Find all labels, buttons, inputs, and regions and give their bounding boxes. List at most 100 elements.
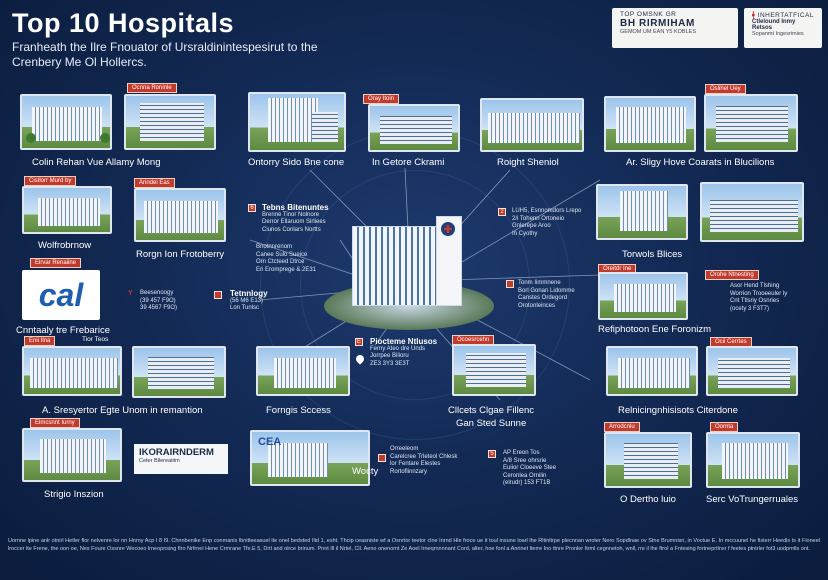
bd-panel-subtitle: Ceter Bllereaiitm xyxy=(139,458,180,464)
hospital-name: Refiphotoon Ene Foronizm xyxy=(598,324,712,335)
info-line: Jorrpee Bilioru xyxy=(370,353,409,359)
info-line: Canstes Ordegord xyxy=(518,295,568,301)
info-block: LUH5, Esnnomdors Lrepo 2/i Tohenn Ortone… xyxy=(512,208,581,238)
hospital-photo xyxy=(256,346,350,396)
page-subtitle: Franheath the Ilre Fnouator of Ursraldin… xyxy=(12,40,318,69)
cross-logo-icon xyxy=(752,11,755,19)
cea-logo: CEA xyxy=(258,436,282,448)
hospital-name: Tior Teos xyxy=(82,336,109,343)
info-line: Worrion Trooeeuler ly xyxy=(730,290,788,297)
hospital-photo xyxy=(452,344,536,396)
hospital-name: Torwols Blices xyxy=(622,249,683,260)
info-line: Euiior Cloeeve Stee xyxy=(503,465,557,471)
info-line: 39 4567 F9O) xyxy=(140,305,178,311)
info-line: Cnt Ttlsriy Osnries xyxy=(730,298,780,304)
hospital-name: Relnicingnhisisots Citerdone xyxy=(618,405,738,416)
info-line: Borl Gonan Lidomme xyxy=(518,287,575,294)
hospital-badge: Cistlorr Murd by xyxy=(24,176,77,186)
info-head: Piocteme Ntlusos xyxy=(370,337,438,346)
top-card-line2: BH RIRMIHAM xyxy=(620,18,695,29)
info-line: Ciunos Conlars Nortts xyxy=(262,226,321,233)
info-line: lor Fentare Elestes xyxy=(390,461,441,467)
info-line: Beesenoogy xyxy=(140,290,174,296)
info-line: Orreeleom xyxy=(390,446,419,452)
hospital-photo xyxy=(598,272,688,320)
hospital-badge: Orohe Ntnesting xyxy=(705,270,759,280)
hospital-name: Serc VoTrungerruales xyxy=(706,494,799,505)
info-head: Tebns Bitenuntes xyxy=(262,203,329,212)
info-line: Orotonleinces xyxy=(518,302,556,309)
hospital-name: Rorgn Ion Frotoberry xyxy=(136,249,225,260)
page-title: Top 10 Hospitals xyxy=(12,8,235,38)
hospital-name: Forngis Sccess xyxy=(266,405,331,416)
info-block: Tetnnlogy (56 M6 E13) Lon Tunlsc xyxy=(230,290,268,313)
hospital-name: A. Sresyertor Egte Unom in remantion xyxy=(42,405,203,416)
hospital-photo xyxy=(132,346,226,398)
number-tag: 5 xyxy=(488,450,496,458)
info-line: En Eromprege & 2E31 xyxy=(256,266,317,273)
info-line: Carelcree Trleteol Chlesk xyxy=(390,453,458,460)
number-tag: 2 xyxy=(498,208,506,216)
number-tag xyxy=(378,454,386,462)
hospital-photo xyxy=(604,432,692,488)
hospital-photo xyxy=(700,182,804,242)
info-block: Tebns Bitenuntes Brenne Tinor Nolnore De… xyxy=(262,204,329,234)
info-block: Piocteme Ntlusos Ferny Ateo dre Unds Jor… xyxy=(370,338,437,368)
number-tag: E xyxy=(355,338,363,346)
hospital-name: Roight Sheniol xyxy=(497,157,559,168)
info-line: Rortoflinnzary xyxy=(390,468,428,475)
hospital-badge: Oray Itoin xyxy=(363,94,400,104)
hospital-name: Ontorry Sido Bne cone xyxy=(248,157,345,168)
info-line: Bnotnnrenom xyxy=(256,244,293,250)
number-tag: Y xyxy=(128,290,133,297)
cross-icon xyxy=(444,225,452,233)
info-line: Canee Sulo Sueice xyxy=(256,251,308,258)
hospital-photo xyxy=(368,104,460,152)
hospital-badge: Arrodcnlu xyxy=(604,422,640,432)
info-line: Ceronlea Ornilin xyxy=(503,472,547,479)
hospital-photo xyxy=(22,428,122,482)
hospital-photo: CEA xyxy=(250,430,370,486)
hospital-name: Wolfrobrnow xyxy=(38,240,92,251)
hospital-name: Wocty xyxy=(352,466,379,477)
top-card-line3: Sopanmt Ingesrimies xyxy=(752,31,804,37)
bd-panel-title: IKORAIRNDERM xyxy=(139,447,214,458)
info-line: 2/i Tohenn Ortoneio xyxy=(512,215,565,222)
hospital-photo xyxy=(134,188,226,242)
info-line: Tonm Iimmnene xyxy=(518,280,561,286)
hospital-photo xyxy=(248,92,346,152)
top-card-left: TOP OMSNK GR BH RIRMIHAM GEMOM UM EAN Y5… xyxy=(612,8,738,48)
hospital-photo xyxy=(20,94,112,150)
hospital-photo xyxy=(706,432,800,488)
info-line: Asor Hend Tlshing xyxy=(730,283,780,289)
top-card-line3: GEMOM UM EAN Y5 KOBLES xyxy=(620,29,697,35)
hospital-photo xyxy=(606,346,698,396)
info-line: Brenne Tinor Nolnore xyxy=(262,211,320,218)
info-line: Gnlerepe Aroo xyxy=(512,223,551,229)
info-line: Lon Tunlsc xyxy=(230,305,260,311)
info-line: AP Ereon Tos xyxy=(503,450,540,456)
hospital-photo xyxy=(22,346,122,396)
hospital-badge: Arindei Eas xyxy=(134,178,175,188)
hospital-name: Gan Sted Sunne xyxy=(456,418,527,429)
footer-text: Uornne lpine anlr otnirl Hetler flor nel… xyxy=(8,538,820,552)
hospital-badge: Ocnna Roninle xyxy=(127,83,177,93)
hospital-badge: Oornta xyxy=(710,422,739,432)
cal-logo: cal xyxy=(22,270,100,320)
hospital-name: Strigio Inszion xyxy=(44,489,104,500)
hospital-name: Cllcets Clgae Fillenc xyxy=(448,405,535,416)
hospital-name: Cnntaaly tre Frebarice xyxy=(16,325,110,336)
number-tag xyxy=(506,280,514,288)
info-block: Beesenoogy (39 457 F9O) 39 4567 F9O) xyxy=(140,290,177,313)
hospital-name: O Dertho luio xyxy=(620,494,676,505)
info-block: Asor Hend Tlshing Worrion Trooeeuler ly … xyxy=(730,283,787,313)
hospital-photo xyxy=(22,186,112,234)
hospital-badge: Oslihel Uey xyxy=(705,84,746,94)
hospital-photo xyxy=(124,94,216,150)
info-line: Ferny Ateo dre Unds xyxy=(370,345,426,352)
info-line: ZE3 3Y3 3E3T xyxy=(370,360,410,367)
info-line: (39 457 F9O) xyxy=(140,297,176,304)
info-block: AP Ereon Tos A/8 Sree ohrsrie Euiior Clo… xyxy=(503,450,556,488)
hospital-badge: Elmcsnnt Iurny xyxy=(30,418,80,428)
